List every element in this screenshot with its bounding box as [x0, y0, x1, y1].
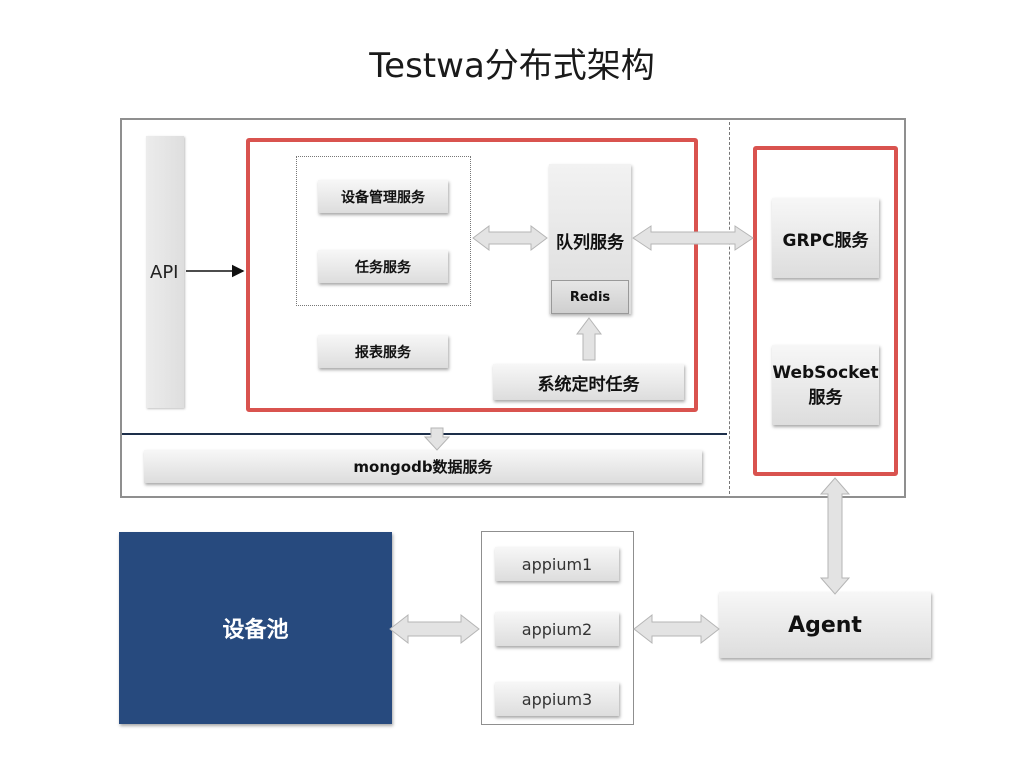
gateway-agent-arrow [819, 477, 851, 595]
server-cluster-frame [120, 118, 906, 498]
agent-node: Agent [719, 592, 931, 658]
gateway-services-highlight [753, 146, 898, 476]
appium-node-1: appium1 [495, 547, 619, 581]
diagram-title: Testwa分布式架构 [369, 46, 655, 86]
core-services-highlight [246, 138, 698, 412]
queue-service-label: 队列服务 [556, 233, 624, 253]
data-layer-divider [122, 433, 727, 435]
websocket-service-line1: WebSocket [772, 362, 879, 383]
api-label: API [150, 262, 179, 283]
business-services-group [296, 156, 471, 306]
websocket-service-line2: 服务 [808, 387, 843, 408]
api-column [146, 136, 184, 408]
websocket-service: WebSocket 服务 [772, 345, 879, 425]
group-queue-arrow [472, 225, 548, 251]
grpc-service: GRPC服务 [772, 198, 879, 278]
scheduler-redis-arrow [576, 317, 602, 361]
appium-group [481, 531, 634, 725]
scheduled-task-service: 系统定时任务 [493, 364, 684, 400]
appium-node-2: appium2 [495, 612, 619, 646]
report-service: 报表服务 [318, 335, 448, 368]
device-management-service: 设备管理服务 [318, 180, 448, 213]
core-mongodb-arrow [423, 427, 451, 451]
redis-store: Redis [551, 280, 629, 314]
mongodb-data-service: mongodb数据服务 [144, 450, 702, 483]
device-pool: 设备池 [119, 532, 392, 724]
queue-grpc-arrow [632, 225, 754, 251]
task-service: 任务服务 [318, 250, 448, 283]
appium-node-3: appium3 [495, 682, 619, 716]
cluster-divider [729, 122, 730, 494]
pool-appium-arrow [389, 613, 480, 645]
appium-agent-arrow [633, 613, 720, 645]
